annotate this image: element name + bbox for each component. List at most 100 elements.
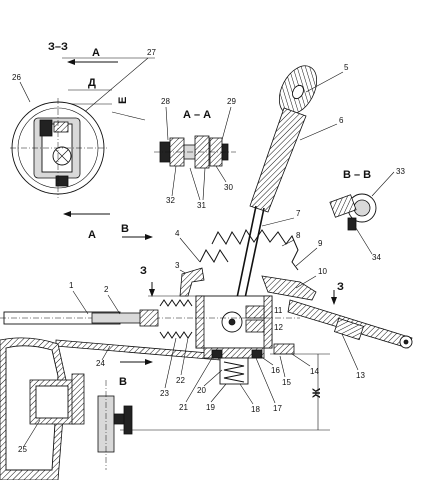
part-21-label: 21 (179, 403, 188, 412)
gear-knob-insert (292, 84, 304, 100)
part-26-label: 26 (12, 73, 21, 82)
part-11-label: 11 (274, 306, 283, 315)
main-assembly: В З З 5 6 7 8 9 4 3 10 (0, 63, 413, 480)
part-33-label: 33 (396, 167, 405, 176)
part-32-label: 32 (166, 196, 175, 205)
part-10-leader (295, 275, 317, 289)
part-14-leader (291, 353, 311, 367)
part-9-label: 9 (318, 239, 323, 248)
mount-14 (273, 343, 295, 355)
rod-cross-2 (55, 149, 69, 163)
section-z-z-nut (55, 175, 69, 187)
rubber-boot-outer (211, 228, 299, 271)
section-b-b-title: В – В (343, 169, 371, 181)
part-34-label: 34 (372, 253, 381, 262)
part-7-label: 7 (296, 209, 301, 218)
part-25-leader (23, 419, 41, 447)
part-26-leader (19, 81, 31, 103)
part-8-leader (281, 239, 295, 247)
spring-coil (223, 361, 245, 383)
transmission-rib (71, 373, 85, 425)
part-5-label: 5 (344, 63, 349, 72)
shift-rod-2 (91, 312, 147, 324)
part-34-leader (355, 227, 373, 255)
housing-cover-left (179, 267, 205, 297)
rod-boot-top (159, 299, 193, 307)
dim-zh-label: Ж (311, 388, 323, 399)
lever-block-11 (245, 305, 265, 319)
part-16-label: 16 (271, 366, 280, 375)
housing-cover-right (261, 275, 317, 301)
part-16-leader (259, 355, 274, 366)
part-23-label: 23 (160, 389, 169, 398)
section-z-z-bolt-head (39, 119, 53, 137)
part-12-label: 12 (274, 323, 283, 332)
part-18-label: 18 (251, 405, 260, 414)
view-z-label-right: З (337, 281, 344, 293)
part-14-label: 14 (310, 367, 319, 376)
part-27-leader (74, 57, 149, 121)
part-27-label: 27 (147, 48, 156, 57)
part-18-leader (239, 383, 254, 405)
part-2-leader (107, 294, 121, 315)
part-24-label: 24 (96, 359, 105, 368)
section-b-b-bolt (347, 217, 357, 231)
section-a-a-title: А – А (183, 109, 211, 121)
part-29-leader (221, 106, 232, 141)
part-17-label: 17 (273, 404, 282, 413)
part-20-label: 20 (197, 386, 206, 395)
rod-coupler (139, 309, 159, 327)
part-8-label: 8 (296, 231, 301, 240)
part-13-leader (341, 333, 359, 371)
dim-e-line (111, 111, 146, 121)
part-24-leader (101, 345, 111, 361)
lever-block-12 (245, 319, 265, 333)
part-10-label: 10 (318, 267, 327, 276)
linkage-clamp (333, 317, 365, 341)
lever-ball-center (228, 318, 236, 326)
part-19-leader (210, 383, 227, 403)
rubber-boot-left (199, 249, 229, 263)
section-b-b-clamp (329, 194, 357, 218)
shift-housing-wall-right (263, 295, 273, 349)
section-a-a-detail: А – А 28 29 30 32 31 (154, 97, 236, 210)
bolt-16 (251, 349, 263, 359)
part-31-leader-b (202, 167, 206, 201)
part-1-leader (72, 290, 89, 315)
part-33-leader (371, 171, 395, 197)
section-z-z-title: З–З (48, 41, 68, 53)
linkage-joint-pin (403, 339, 409, 345)
part-19-label: 19 (206, 403, 215, 412)
bolt-21 (211, 349, 223, 359)
lever-sleeve (249, 107, 307, 213)
part-13-label: 13 (356, 371, 365, 380)
section-b-b-ring-inner (353, 199, 371, 217)
part-20-leader (203, 369, 223, 387)
part-30-label: 30 (224, 183, 233, 192)
part-15-leader (279, 355, 286, 378)
part-31-label: 31 (197, 201, 206, 210)
part-4-label: 4 (175, 229, 180, 238)
view-a-label-bottom: А (88, 229, 96, 241)
part-1-label: 1 (69, 281, 74, 290)
part-7-leader (261, 217, 295, 227)
part-5-leader (305, 71, 344, 93)
part-6-leader (299, 123, 338, 141)
part-6-label: 6 (339, 116, 344, 125)
section-b-b-detail: В – В 33 34 (329, 167, 405, 262)
section-z-z-bolt (53, 121, 69, 133)
section-z-z-detail: З–З А 27 26 Д Е А (10, 41, 156, 241)
part-17-leader (255, 357, 276, 404)
part-15-label: 15 (282, 378, 291, 387)
part-29-label: 29 (227, 97, 236, 106)
part-23-leader (164, 337, 177, 389)
rod-boot-bottom (159, 331, 193, 339)
part-22-leader (180, 337, 189, 376)
shift-housing-wall-left (195, 295, 205, 349)
part-25-label: 25 (18, 445, 27, 454)
view-z-label-left: З (140, 265, 147, 277)
part-32-leader (171, 165, 177, 197)
transmission-flange-inner (35, 385, 69, 419)
transmission-bolt-head (123, 405, 133, 435)
